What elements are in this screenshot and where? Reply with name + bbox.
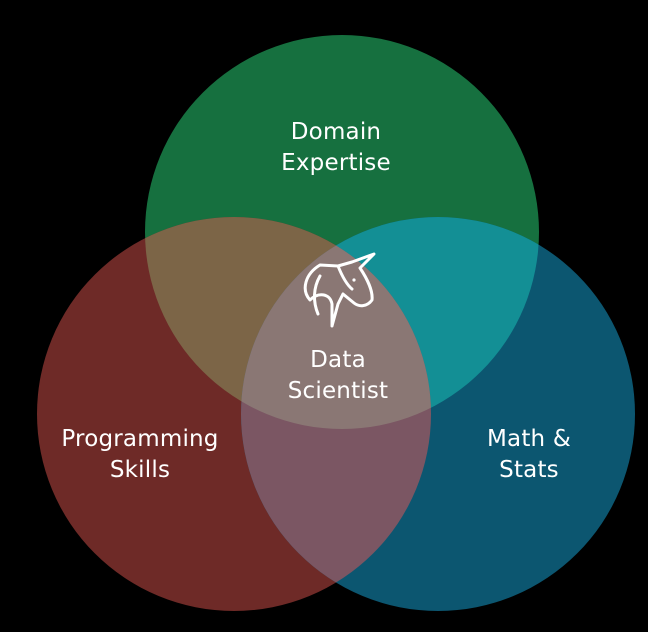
domain-expertise-label: Domain Expertise: [281, 119, 391, 176]
data-scientist-overlap: [241, 217, 431, 429]
unicorn-icon: [303, 252, 376, 328]
programming-skills-label: Programming Skills: [61, 426, 219, 483]
math-stats-label: Math & Stats: [487, 426, 571, 483]
data-scientist-label: Data Scientist: [287, 347, 389, 404]
